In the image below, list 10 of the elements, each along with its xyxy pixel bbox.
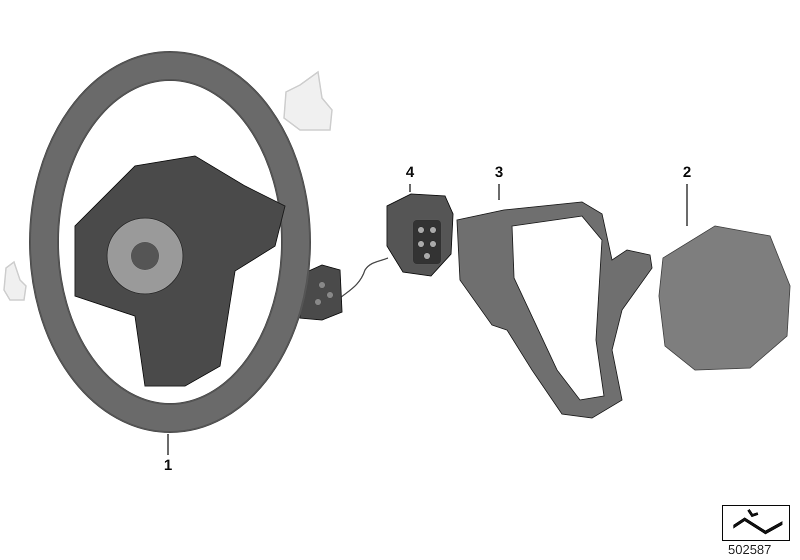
callout-number: 4	[402, 164, 418, 182]
callout-number: 1	[160, 457, 176, 475]
leader-line	[409, 184, 411, 192]
steering-wheel-drawing	[28, 50, 312, 434]
drawing-number: 502587	[728, 542, 772, 557]
leader-line	[167, 434, 169, 455]
leader-line	[498, 184, 500, 200]
leader-line	[686, 184, 688, 226]
callout-number: 3	[491, 164, 507, 182]
callout-number: 2	[679, 164, 695, 182]
